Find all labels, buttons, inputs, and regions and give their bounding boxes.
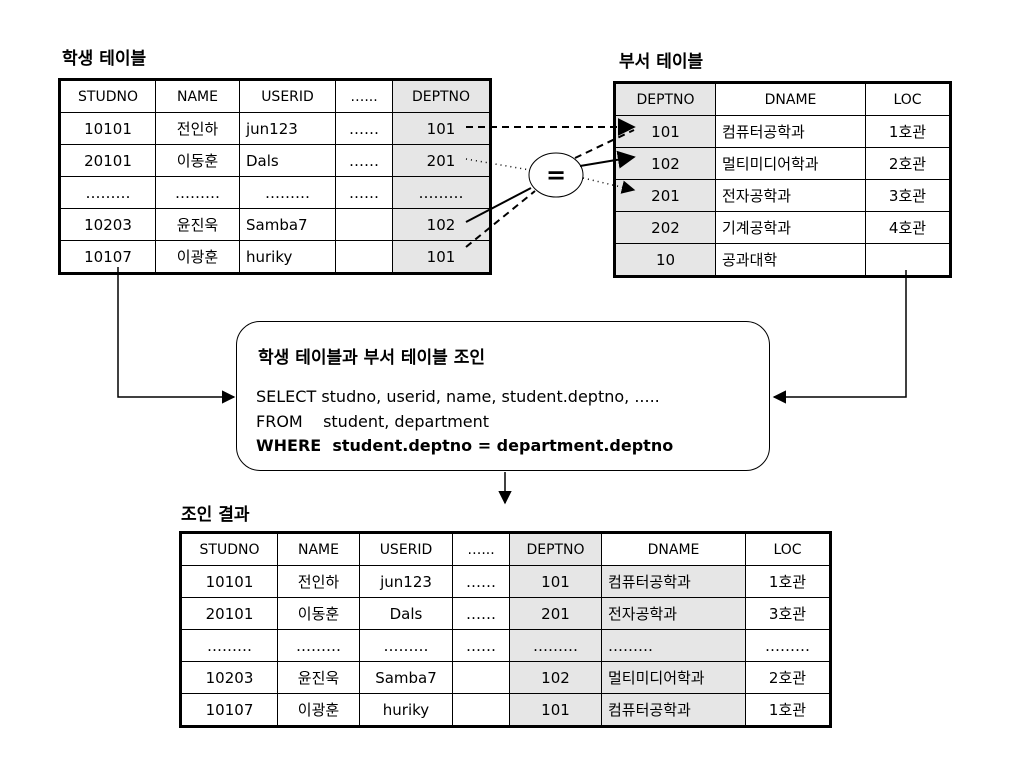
result-cell: 윤진욱	[277, 661, 360, 694]
link-201-to-equals	[465, 158, 531, 171]
table-row: 10203 윤진욱 Samba7 102 멀티미디어학과 2호관	[181, 661, 830, 694]
result-cell: ……	[452, 565, 510, 598]
student-cell: ……	[335, 144, 393, 177]
student-header-more: …...	[335, 80, 393, 113]
result-cell: 10203	[181, 661, 278, 694]
table-row: 20101 이동훈 Dals …… 201 전자공학과 3호관	[181, 597, 830, 630]
table-row: ……… ……… ……… …… ………	[60, 176, 490, 209]
result-table: STUDNO NAME USERID …... DEPTNO DNAME LOC…	[179, 531, 832, 728]
result-cell: 10107	[181, 693, 278, 726]
student-cell	[335, 240, 393, 273]
arrow-dept-to-join	[772, 270, 907, 404]
student-cell-deptno: 101	[392, 112, 490, 145]
result-cell: jun123	[359, 565, 453, 598]
dept-header-deptno: DEPTNO	[615, 83, 716, 116]
table-row: 10107 이광훈 huriky 101	[60, 240, 490, 273]
table-row: 10107 이광훈 huriky 101 컴퓨터공학과 1호관	[181, 693, 830, 726]
result-cell: 1호관	[745, 693, 830, 726]
equals-ellipse	[528, 152, 584, 198]
student-header-row: STUDNO NAME USERID …... DEPTNO	[60, 80, 490, 113]
dept-cell-deptno: 10	[615, 243, 716, 276]
result-cell: Samba7	[359, 661, 453, 694]
result-cell: 3호관	[745, 597, 830, 630]
student-cell: 10107	[60, 240, 156, 273]
student-cell: huriky	[239, 240, 336, 273]
table-row: 10101 전인하 jun123 …… 101 컴퓨터공학과 1호관	[181, 565, 830, 598]
student-cell: ……	[335, 112, 393, 145]
result-header-dname: DNAME	[601, 533, 746, 566]
result-table-caption: 조인 결과	[181, 505, 250, 525]
student-cell: Samba7	[239, 208, 336, 241]
result-cell: ……	[452, 629, 510, 662]
result-header-more: …...	[452, 533, 510, 566]
table-row: 10 공과대학	[615, 243, 950, 276]
student-cell: 20101	[60, 144, 156, 177]
result-cell: 전인하	[277, 565, 360, 598]
dept-cell: 컴퓨터공학과	[715, 115, 866, 148]
result-cell-dname: 전자공학과	[601, 597, 746, 630]
result-cell: ………	[745, 629, 830, 662]
result-cell-deptno: ………	[509, 629, 602, 662]
dept-header-dname: DNAME	[715, 83, 866, 116]
student-cell-deptno: 201	[392, 144, 490, 177]
dept-cell: 1호관	[865, 115, 950, 148]
result-cell-deptno: 101	[509, 693, 602, 726]
result-cell: 2호관	[745, 661, 830, 694]
link-102-to-equals	[465, 187, 532, 223]
sql-where-line: WHERE student.deptno = department.deptno	[256, 436, 674, 455]
student-cell: 이동훈	[155, 144, 240, 177]
student-header-deptno: DEPTNO	[392, 80, 490, 113]
result-cell: 20101	[181, 597, 278, 630]
arrow-equals-to-102	[579, 150, 636, 169]
student-table: STUDNO NAME USERID …... DEPTNO 10101 전인하…	[58, 78, 492, 275]
result-cell-deptno: 101	[509, 565, 602, 598]
result-header-loc: LOC	[745, 533, 830, 566]
equals-symbol: =	[546, 161, 566, 189]
dept-table-caption: 부서 테이블	[619, 52, 704, 72]
dept-cell	[865, 243, 950, 276]
result-cell: Dals	[359, 597, 453, 630]
student-header-name: NAME	[155, 80, 240, 113]
result-cell	[452, 693, 510, 726]
student-cell: ………	[239, 176, 336, 209]
result-cell-deptno: 102	[509, 661, 602, 694]
dept-cell: 공과대학	[715, 243, 866, 276]
sql-from-line: FROM student, department	[256, 412, 490, 431]
student-cell: 이광훈	[155, 240, 240, 273]
join-query-box	[236, 321, 770, 471]
table-row: 20101 이동훈 Dals …… 201	[60, 144, 490, 177]
student-cell-deptno: ………	[392, 176, 490, 209]
student-header-studno: STUDNO	[60, 80, 156, 113]
student-cell: ………	[60, 176, 156, 209]
dept-cell: 3호관	[865, 179, 950, 212]
result-cell-dname: 컴퓨터공학과	[601, 565, 746, 598]
student-cell-deptno: 101	[392, 240, 490, 273]
result-cell: huriky	[359, 693, 453, 726]
result-cell-dname: 컴퓨터공학과	[601, 693, 746, 726]
result-cell-deptno: 201	[509, 597, 602, 630]
dept-cell: 기계공학과	[715, 211, 866, 244]
arrow-equals-to-201	[582, 177, 636, 194]
student-table-caption: 학생 테이블	[62, 49, 147, 69]
dept-cell: 2호관	[865, 147, 950, 180]
result-cell: 이광훈	[277, 693, 360, 726]
link-equals-to-101	[574, 129, 635, 159]
result-cell-dname: ………	[601, 629, 746, 662]
dept-table: DEPTNO DNAME LOC 101 컴퓨터공학과 1호관 102 멀티미디…	[613, 81, 952, 278]
dept-header-row: DEPTNO DNAME LOC	[615, 83, 950, 116]
link-101b-to-equals	[465, 190, 536, 248]
sql-select-line: SELECT studno, userid, name, student.dep…	[256, 387, 660, 406]
result-cell: 10101	[181, 565, 278, 598]
arrow-student-to-join	[117, 267, 236, 404]
join-title: 학생 테이블과 부서 테이블 조인	[258, 348, 485, 368]
table-row: ……… ……… ……… …… ……… ……… ………	[181, 629, 830, 662]
result-header-userid: USERID	[359, 533, 453, 566]
